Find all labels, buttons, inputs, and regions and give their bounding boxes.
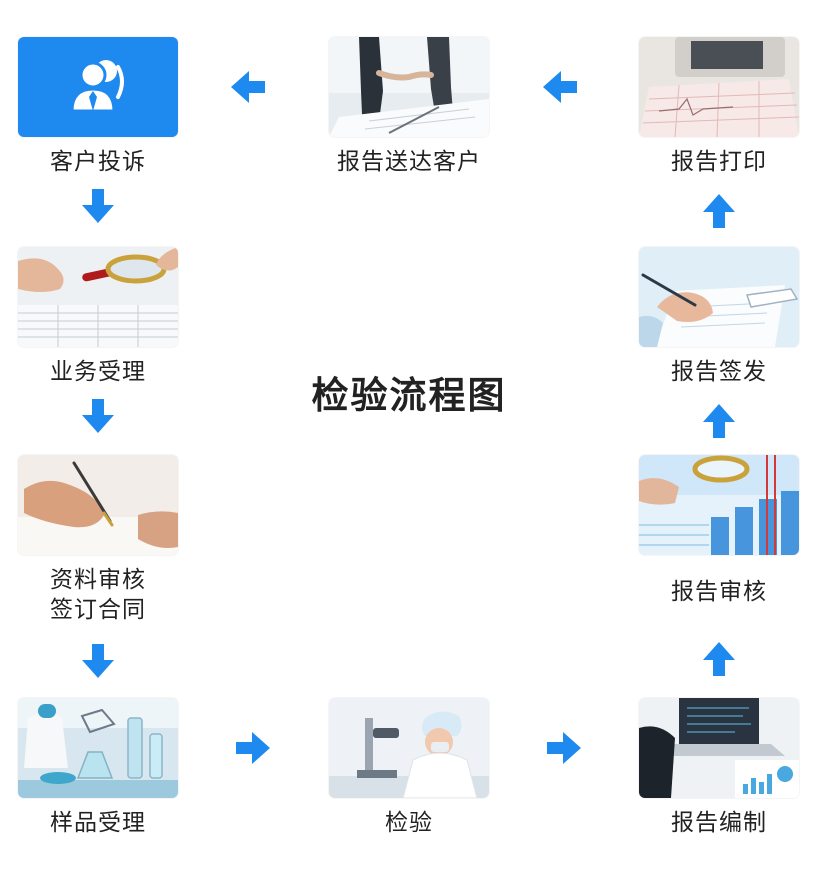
magnifier-data-image xyxy=(639,455,799,555)
step-report-print: 报告打印 xyxy=(639,37,799,177)
step-label-line2: 签订合同 xyxy=(50,597,146,623)
hand-writing-image xyxy=(18,455,178,555)
step-label: 报告编制 xyxy=(671,810,767,836)
arrow-up-icon xyxy=(699,402,739,442)
step-label: 检验 xyxy=(385,810,433,836)
step-sample-acceptance: 样品受理 xyxy=(18,698,178,838)
microscope-image xyxy=(329,698,489,798)
step-report-sign: 报告签发 xyxy=(639,247,799,387)
step-label: 报告打印 xyxy=(671,149,767,175)
arrow-down-icon xyxy=(78,395,118,435)
printer-image xyxy=(639,37,799,137)
step-report-audit: 报告审核 xyxy=(639,455,799,607)
customer-service-icon xyxy=(18,37,178,137)
arrow-right-icon xyxy=(232,728,272,768)
step-label: 业务受理 xyxy=(50,359,146,385)
laptop-charts-image xyxy=(639,698,799,798)
step-label: 报告审核 xyxy=(671,579,767,605)
diagram-title: 检验流程图 xyxy=(311,374,507,417)
step-label-line1: 资料审核 xyxy=(50,567,146,593)
step-label: 报告送达客户 xyxy=(337,149,481,175)
step-label: 客户投诉 xyxy=(50,149,146,175)
step-label: 样品受理 xyxy=(50,810,146,836)
arrow-down-icon xyxy=(78,185,118,225)
arrow-up-icon xyxy=(699,640,739,680)
arrow-right-icon xyxy=(543,728,583,768)
step-report-compile: 报告编制 xyxy=(639,698,799,838)
handshake-image xyxy=(329,37,489,137)
magnifier-document-image xyxy=(18,247,178,347)
step-business-acceptance: 业务受理 xyxy=(18,247,178,387)
step-document-review: 资料审核 签订合同 xyxy=(18,455,178,625)
step-report-deliver: 报告送达客户 xyxy=(329,37,489,177)
arrow-left-icon xyxy=(541,67,581,107)
step-customer-complaint: 客户投诉 xyxy=(18,37,178,177)
lab-glassware-image xyxy=(18,698,178,798)
arrow-left-icon xyxy=(229,67,269,107)
signing-document-image xyxy=(639,247,799,347)
step-label: 报告签发 xyxy=(671,359,767,385)
step-inspection: 检验 xyxy=(329,698,489,838)
arrow-down-icon xyxy=(78,640,118,680)
arrow-up-icon xyxy=(699,192,739,232)
